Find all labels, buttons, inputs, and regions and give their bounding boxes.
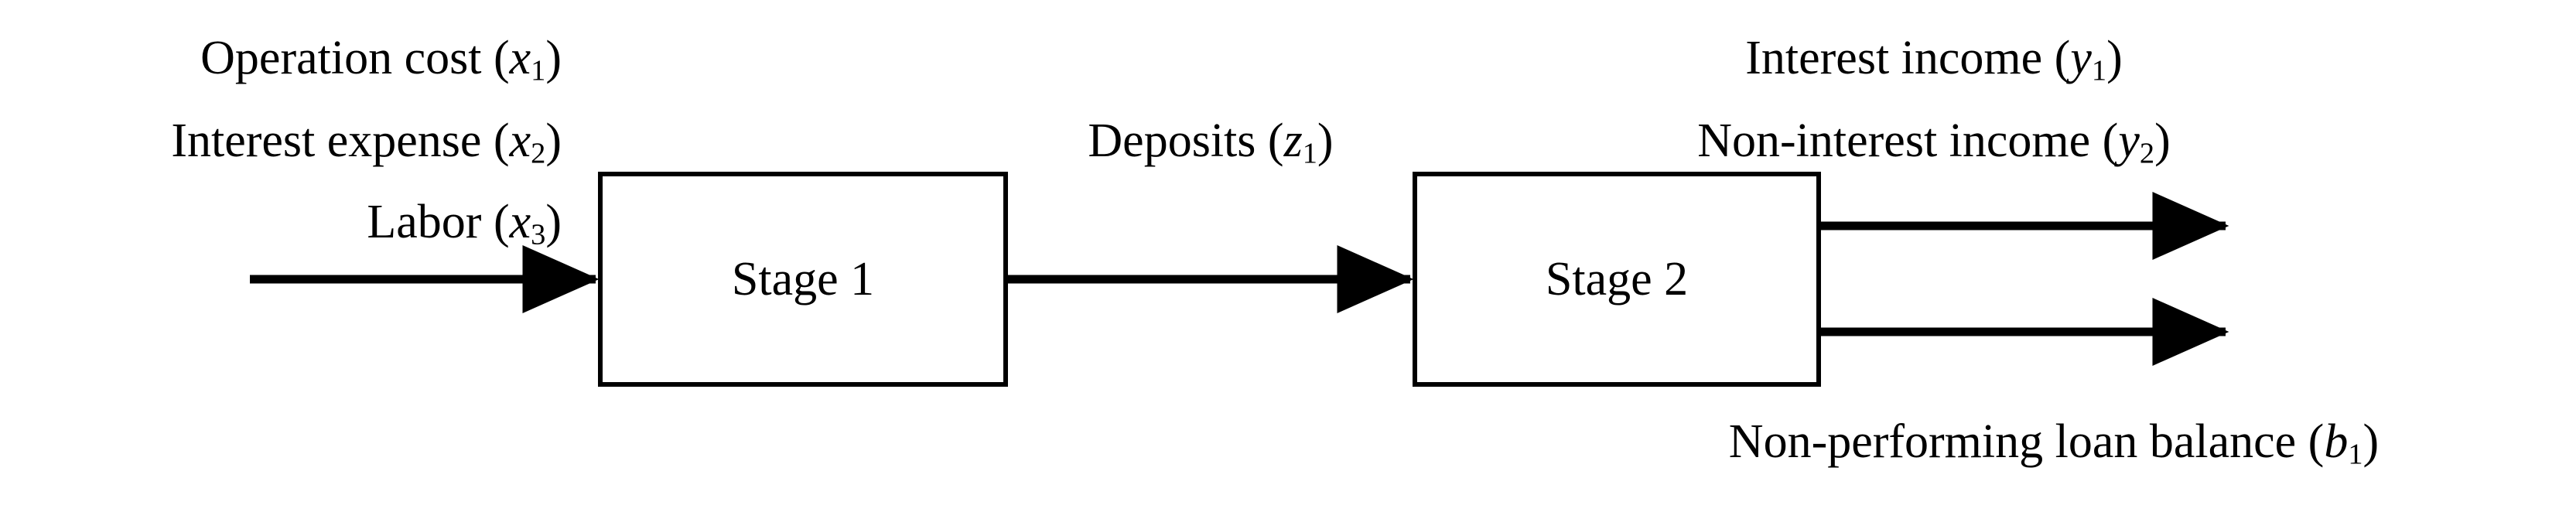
input-label-interest-expense: Interest expense (x2) — [0, 114, 562, 169]
input-sub-x2: 2 — [531, 137, 546, 170]
output-var-y2: y — [2118, 114, 2140, 167]
output-label-interest-income-text: Interest income ( — [1745, 32, 2071, 84]
input-var-x1: x — [509, 32, 531, 84]
stage-2-box[interactable]: Stage 2 — [1413, 172, 1821, 387]
intermediate-paren-z1: ) — [1317, 114, 1334, 167]
stage-1-label: Stage 1 — [731, 252, 875, 306]
output-sub-y1: 1 — [2091, 54, 2107, 87]
input-label-operation-cost-text: Operation cost ( — [200, 32, 510, 84]
input-var-x3: x — [509, 196, 531, 248]
input-label-interest-expense-text: Interest expense ( — [171, 114, 510, 167]
input-label-labor-text: Labor ( — [367, 196, 510, 248]
output-paren-y2: ) — [2154, 114, 2171, 167]
input-paren-x1: ) — [545, 32, 562, 84]
stage-1-box[interactable]: Stage 1 — [598, 172, 1008, 387]
output-label-non-interest-income: Non-interest income (y2) — [1594, 114, 2274, 169]
input-label-labor: Labor (x3) — [0, 196, 562, 250]
input-paren-x2: ) — [545, 114, 562, 167]
stage-2-label: Stage 2 — [1545, 252, 1689, 306]
input-var-x2: x — [509, 114, 531, 167]
undesirable-var-b1: b — [2324, 415, 2349, 468]
undesirable-output-label-npl-balance: Non-performing loan balance (b1) — [1532, 415, 2576, 469]
intermediate-label-deposits: Deposits (z1) — [1013, 114, 1408, 169]
output-var-y1: y — [2070, 32, 2092, 84]
intermediate-var-z1: z — [1283, 114, 1303, 167]
undesirable-paren-b1: ) — [2362, 415, 2380, 468]
output-paren-y1: ) — [2106, 32, 2123, 84]
intermediate-label-deposits-text: Deposits ( — [1088, 114, 1284, 167]
undesirable-output-label-npl-balance-text: Non-performing loan balance ( — [1728, 415, 2325, 468]
input-paren-x3: ) — [545, 196, 562, 248]
input-label-operation-cost: Operation cost (x1) — [0, 32, 562, 86]
intermediate-sub-z1: 1 — [1302, 137, 1317, 170]
output-label-non-interest-income-text: Non-interest income ( — [1697, 114, 2119, 167]
input-sub-x1: 1 — [531, 54, 546, 87]
undesirable-sub-b1: 1 — [2348, 438, 2363, 471]
input-sub-x3: 3 — [531, 218, 546, 251]
output-sub-y2: 2 — [2139, 137, 2155, 170]
output-label-interest-income: Interest income (y1) — [1686, 32, 2181, 86]
